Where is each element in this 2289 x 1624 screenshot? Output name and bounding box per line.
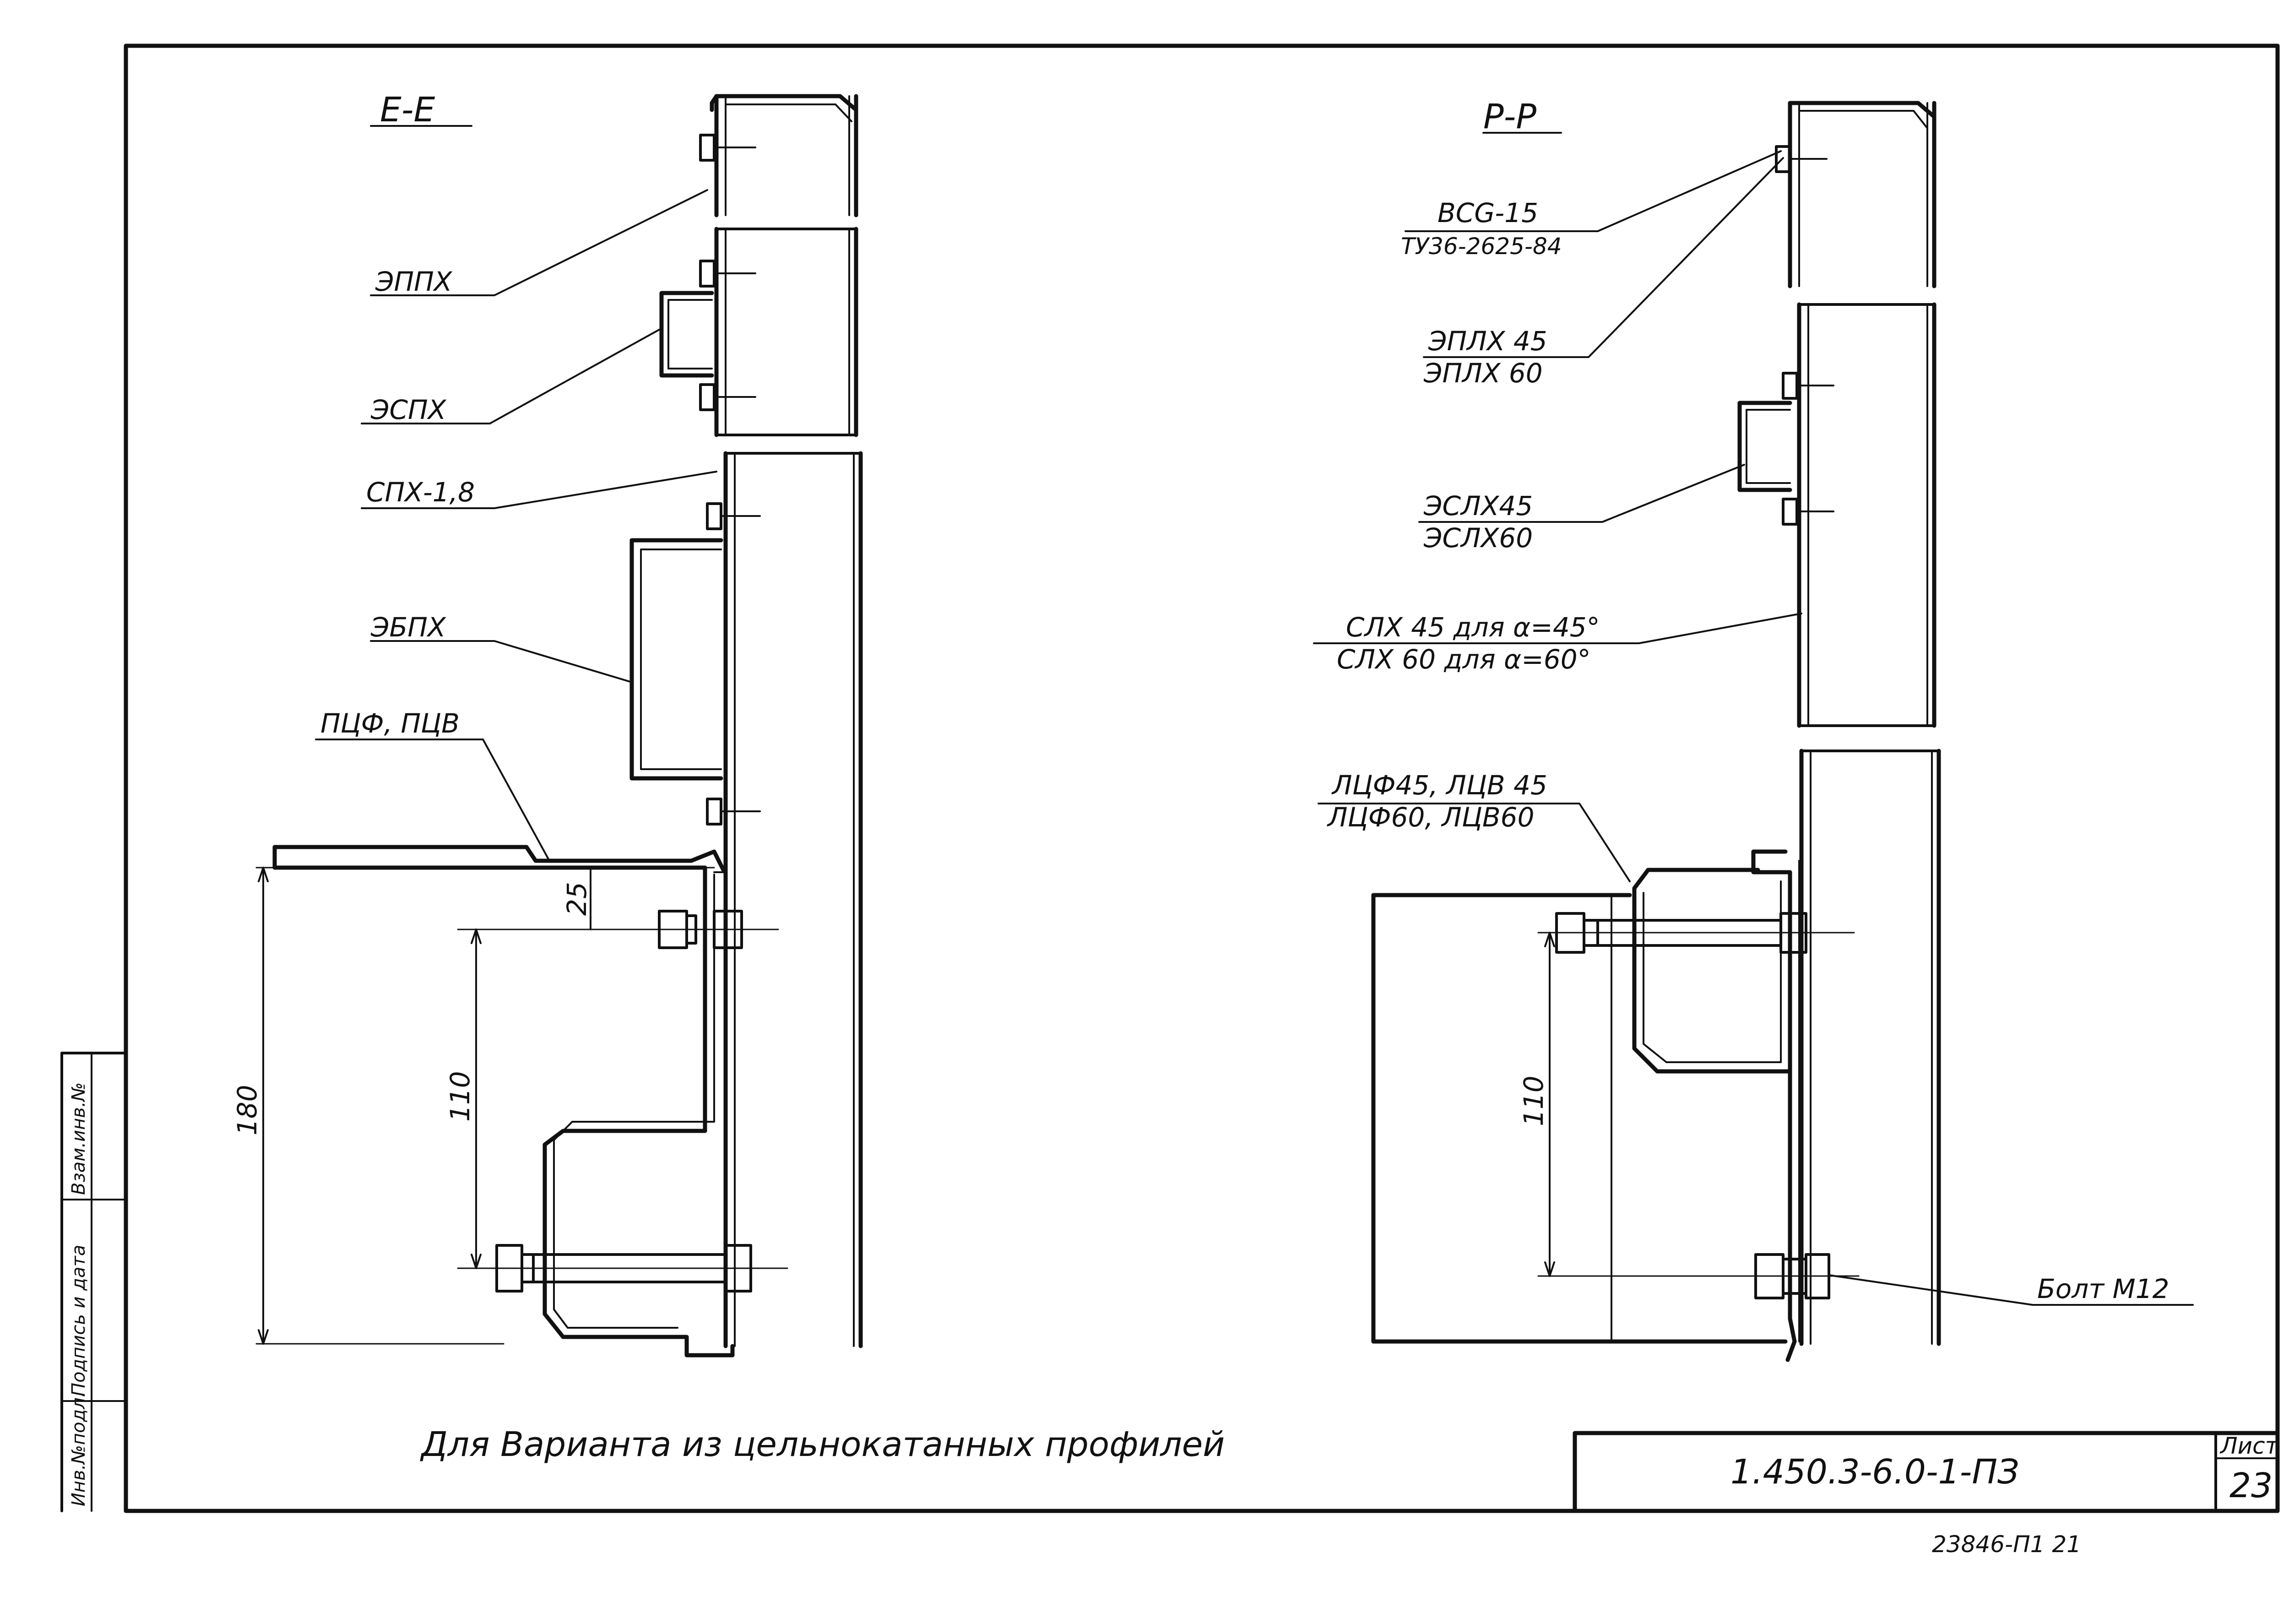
label-lcf-1: ЛЦФ45, ЛЦВ 45 [1331, 770, 1547, 801]
dim-left-big: 180 [232, 1085, 263, 1135]
nail-bolts-left [699, 134, 761, 826]
label-pcf: ПЦФ, ПЦВ [320, 708, 460, 739]
section-title-left: Е-Е [380, 90, 435, 130]
stamp-sign-date: Подпись и дата [68, 1245, 89, 1396]
frame-border [124, 43, 2280, 1513]
label-spx: СПХ-1,8 [366, 477, 475, 508]
dimensions-right [1537, 932, 1757, 1277]
nail-bolts-right [1775, 145, 1834, 526]
dimensions-left [255, 867, 715, 1345]
beam-right [1371, 893, 1788, 1344]
drawing-frame [60, 43, 2280, 1513]
section-right: Р-Р ВСG-15 ТУ36-2625-84 ЭПЛХ 45 ЭПЛХ 60 … [1313, 97, 2194, 1362]
dim-left-mid: 110 [445, 1071, 476, 1122]
label-ebpx: ЭБПХ [370, 612, 446, 643]
z-bracket-left [542, 865, 735, 1358]
sheet-label: Лист [2219, 1433, 2279, 1459]
label-epl-2: ЭПЛХ 60 [1423, 358, 1543, 389]
section-title-right: Р-Р [1483, 97, 1536, 136]
dim-left-small: 25 [561, 882, 592, 916]
column-profile-right [1788, 101, 1941, 1346]
bolt-top-right [1546, 912, 1855, 954]
label-bolt: Болт М12 [2037, 1273, 2169, 1304]
stamp-replace-inv: Взам.инв.№ [68, 1082, 89, 1195]
section-left: Е-Е ЭППХ ЭСПХ СПХ-1,8 ЭБПХ ПЦФ, ПЦВ 25 1… [232, 90, 863, 1358]
label-slx-2: СЛХ 60 для α=60° [1337, 644, 1591, 675]
label-epl-1: ЭПЛХ 45 [1428, 326, 1547, 357]
leaders-left [315, 125, 717, 862]
bracket-espx [659, 291, 714, 378]
note-variant: Для Варианта из цельнокатанных профилей [420, 1425, 1225, 1464]
label-lcf-2: ЛЦФ60, ЛЦВ60 [1327, 802, 1534, 833]
plate-pcf [272, 845, 726, 872]
archive-number: 23846-П1 21 [1932, 1531, 2081, 1558]
bracket-ebpx [629, 538, 723, 781]
bracket-eslx [1737, 401, 1792, 492]
label-eppx: ЭППХ [375, 266, 453, 297]
dim-right-mid: 110 [1518, 1075, 1549, 1126]
label-esl-2: ЭСЛХ60 [1423, 522, 1533, 554]
stamp-inv-orig: Инв.№подл. [68, 1391, 89, 1506]
label-esl-1: ЭСЛХ45 [1423, 490, 1533, 521]
title-block [1573, 1431, 2280, 1513]
label-slx-1: СЛХ 45 для α=45° [1346, 612, 1600, 643]
z-bracket-right [1632, 849, 1800, 1362]
label-espx: ЭСПХ [370, 394, 447, 425]
drawing-code: 1.450.3-6.0-1-ПЗ [1730, 1452, 2019, 1492]
label-vsg-2: ТУ36-2625-84 [1401, 233, 1562, 260]
sheet-number: 23 [2229, 1466, 2273, 1505]
column-profile-left [710, 94, 863, 1348]
label-vsg-1: ВСG-15 [1437, 197, 1538, 228]
bolt-bottom-left [471, 1244, 788, 1293]
leaders-right [1313, 132, 2194, 1306]
